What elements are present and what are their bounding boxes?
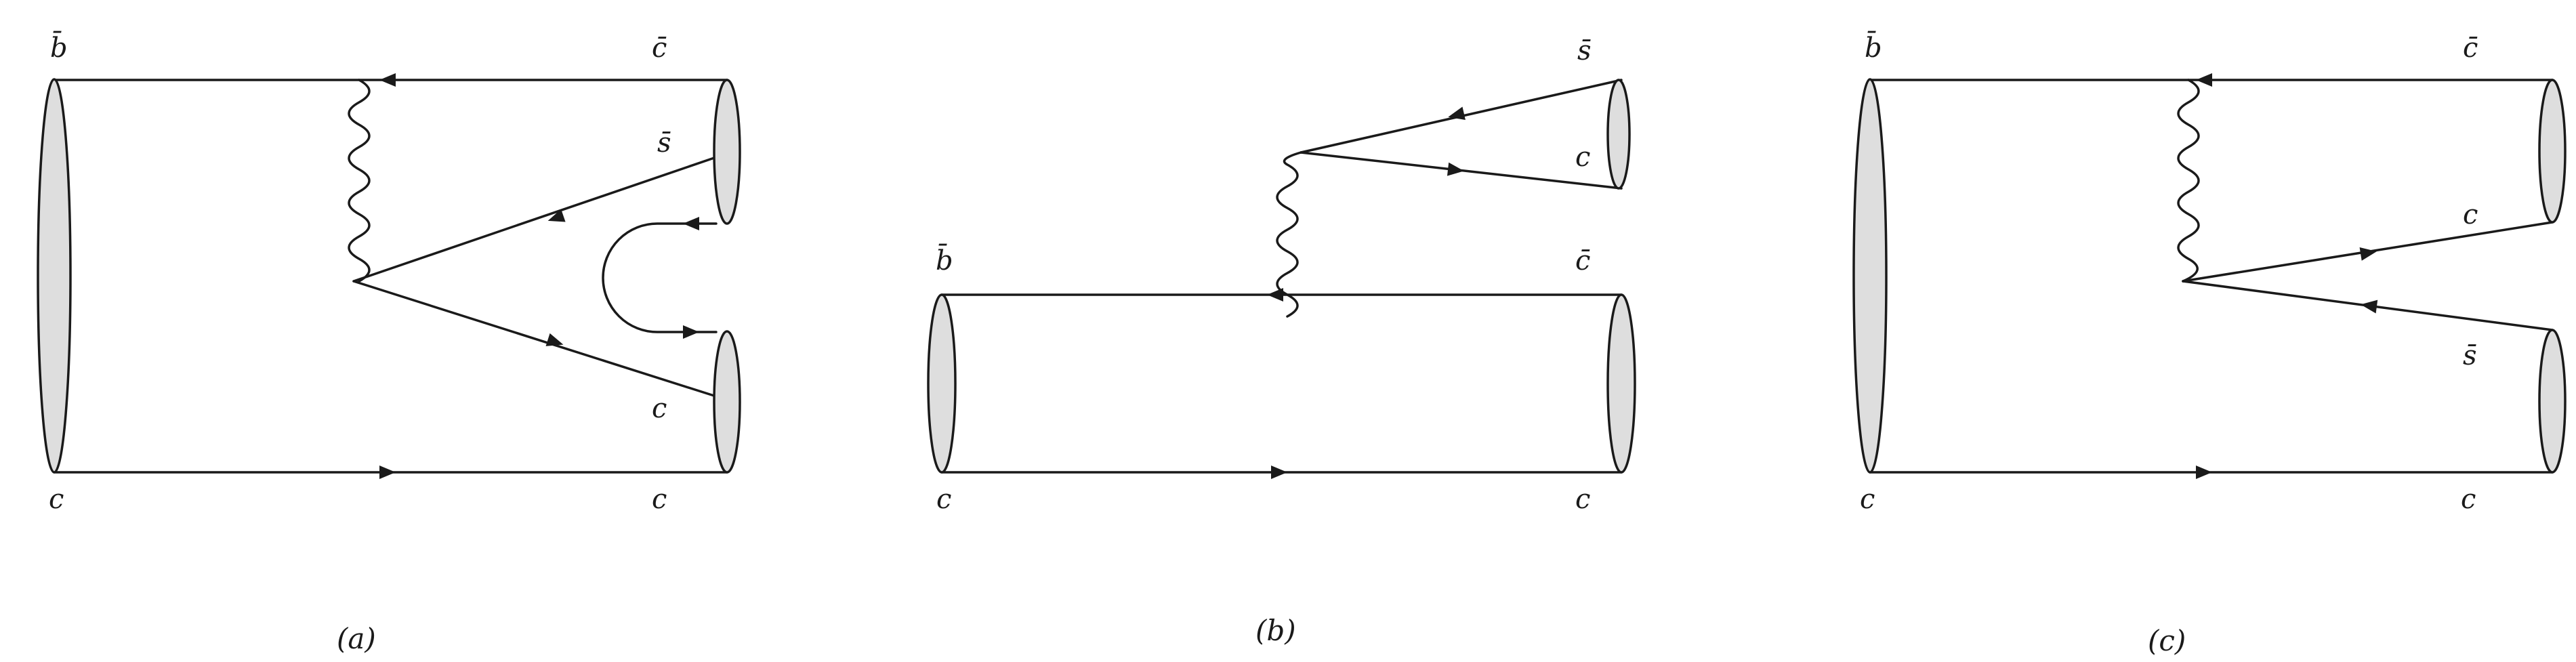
a-label-bottom-left: c: [49, 484, 64, 515]
b-label-top-left: b̄: [936, 243, 953, 276]
c-initial-meson-blob: [1852, 78, 1888, 474]
b-label-bottom-right: c: [1575, 484, 1590, 515]
b-upper-final-meson-blob: [1606, 79, 1631, 190]
c-label-mid-right: c: [2463, 199, 2478, 230]
c-label-lower-right: s̄: [2463, 340, 2477, 371]
diagram-b: s̄ c b̄ c̄ c c (b): [927, 35, 1636, 647]
a-w-boson-line: [348, 79, 371, 283]
a-arrow-lower-quark: [545, 333, 564, 346]
a-caption: (a): [337, 622, 376, 655]
c-upper-final-meson-blob: [2538, 79, 2567, 224]
c-arrow-lower-antiquark: [2361, 299, 2378, 314]
b-arrow-top: [1267, 288, 1283, 302]
a-label-lower-right: c: [652, 393, 667, 424]
a-pair-creation-arc: [602, 222, 718, 333]
a-lower-final-meson-blob: [713, 330, 741, 474]
b-initial-meson-blob: [927, 293, 957, 474]
b-arrow-upper-quark: [1447, 162, 1464, 176]
a-initial-meson-blob: [37, 78, 72, 474]
a-upper-final-meson-blob: [713, 79, 741, 225]
b-arrow-bottom: [1271, 466, 1287, 479]
a-label-mid-right: s̄: [657, 127, 671, 159]
a-arrow-upper-quark: [547, 209, 566, 222]
a-lower-charm-line: [352, 280, 718, 398]
b-label-upper-mid: c: [1575, 142, 1590, 173]
c-arrow-bottom: [2196, 466, 2212, 479]
a-arrow-arc-bottom: [683, 325, 699, 339]
b-label-upper-top: s̄: [1577, 35, 1592, 66]
b-w-boson-line: [1276, 151, 1302, 318]
b-arrow-upper-antiquark: [1448, 106, 1466, 121]
c-label-bottom-right: c: [2461, 484, 2476, 515]
a-arrow-bottom: [379, 466, 396, 479]
c-label-top-left: b̄: [1865, 30, 1882, 64]
a-label-top-right: c̄: [652, 33, 667, 64]
c-label-bottom-left: c: [1860, 484, 1875, 515]
a-arrow-arc-top: [683, 217, 699, 230]
diagram-a: b̄ c̄ s̄ c c c (a): [37, 30, 741, 655]
a-upper-antistrange-line: [352, 156, 718, 283]
a-label-top-left: b̄: [50, 30, 68, 64]
a-arrow-top: [379, 73, 396, 87]
b-caption: (b): [1255, 614, 1296, 647]
b-label-top-right: c̄: [1575, 245, 1590, 276]
c-caption: (c): [2148, 624, 2186, 657]
a-label-bottom-right: c: [652, 484, 667, 515]
c-arrow-top: [2196, 73, 2212, 87]
c-w-boson-line: [2177, 79, 2200, 283]
diagram-c: b̄ c̄ c s̄ c c (c): [1852, 30, 2567, 657]
b-final-meson-blob: [1606, 293, 1636, 474]
c-lower-final-meson-blob: [2538, 329, 2567, 474]
c-label-top-right: c̄: [2463, 33, 2478, 64]
c-arrow-upper-quark: [2359, 247, 2377, 261]
b-label-bottom-left: c: [936, 484, 951, 515]
